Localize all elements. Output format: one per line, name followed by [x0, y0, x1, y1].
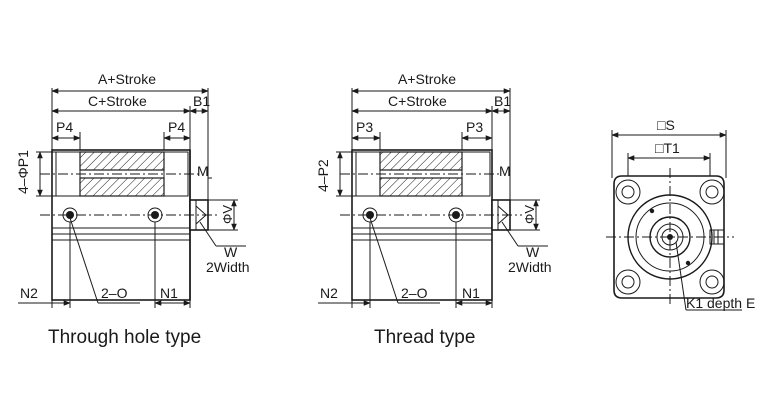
t1-label: □T1 — [655, 140, 680, 156]
n1-label: N1 — [462, 285, 480, 301]
c-stroke-label: C+Stroke — [88, 93, 147, 109]
width-label: 2Width — [508, 259, 552, 275]
through-hole-view: A+Stroke C+Stroke B1 P4 P4 — [15, 71, 250, 348]
o-label: 2–O — [101, 285, 128, 301]
b1-label: B1 — [494, 93, 511, 109]
end-view: □S □T1 K1 depth E — [606, 117, 755, 311]
p-left-label: P4 — [56, 119, 73, 135]
side-dim-label: 4–P2 — [315, 159, 331, 192]
p-left-label: P3 — [356, 119, 373, 135]
through-caption: Through hole type — [48, 327, 201, 348]
thread-view: A+Stroke C+Stroke B1 P3 P3 4–P2 M — [315, 71, 552, 348]
c-stroke-label: C+Stroke — [388, 93, 447, 109]
n1-label: N1 — [160, 285, 178, 301]
b1-label: B1 — [193, 93, 210, 109]
p-right-label: P3 — [466, 119, 483, 135]
phi-v-label: ΦV — [522, 205, 537, 224]
w-label: W — [526, 244, 540, 260]
phi-v-label: ΦV — [220, 205, 235, 224]
s-label: □S — [657, 117, 675, 133]
a-stroke-label: A+Stroke — [98, 71, 156, 87]
w-label: W — [224, 244, 238, 260]
m-label: M — [499, 163, 511, 179]
n2-label: N2 — [20, 285, 38, 301]
n2-label: N2 — [320, 285, 338, 301]
p-right-label: P4 — [168, 119, 185, 135]
m-label: M — [197, 163, 209, 179]
k1-label: K1 depth E — [686, 295, 755, 311]
o-label: 2–O — [401, 285, 428, 301]
side-dim-label: 4–ΦP1 — [15, 150, 31, 194]
a-stroke-label: A+Stroke — [398, 71, 456, 87]
width-label: 2Width — [206, 259, 250, 275]
thread-caption: Thread type — [374, 327, 475, 348]
